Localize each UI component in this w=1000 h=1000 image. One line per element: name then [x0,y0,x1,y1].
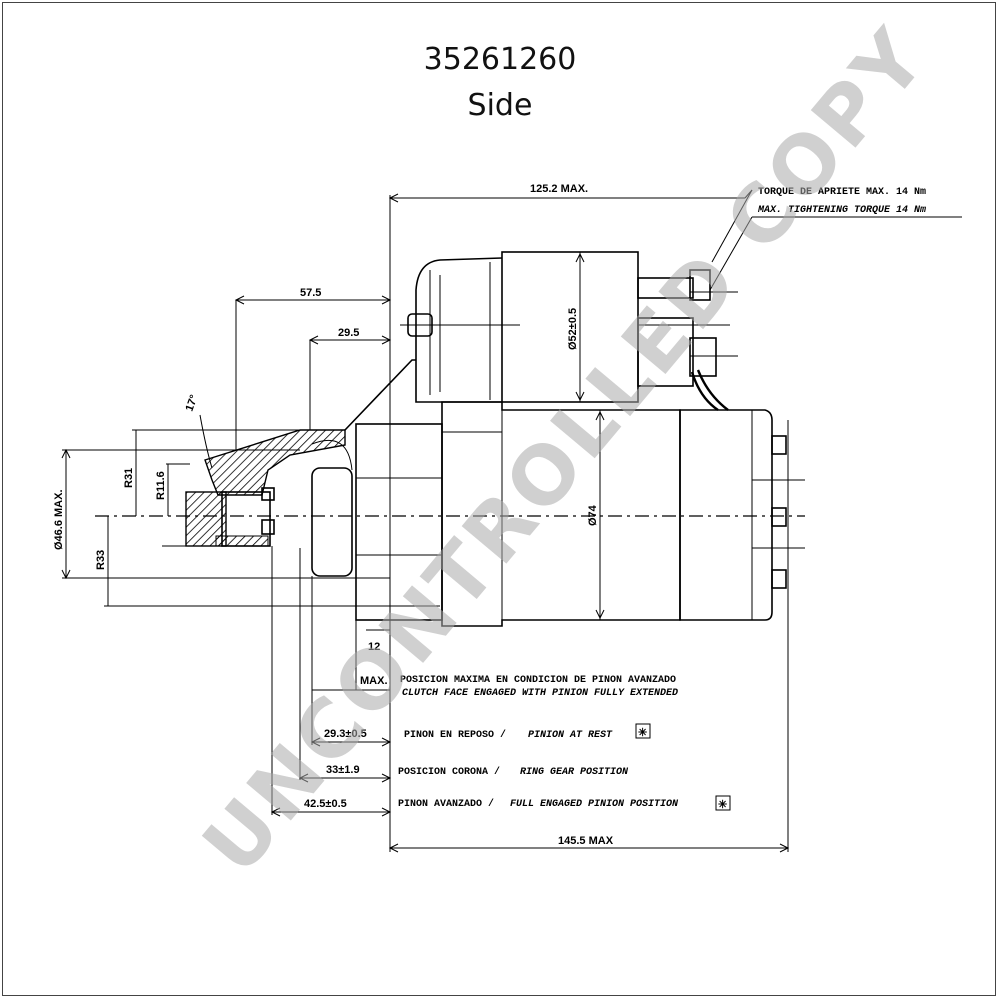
dim-42-5: 42.5±0.5 [304,798,347,810]
dim-29-3: 29.3±0.5 [324,728,367,740]
note-max-es: POSICION MAXIMA EN CONDICION DE PINON AV… [400,675,676,686]
dim-r31: R31 [123,468,135,488]
note-ring-es: POSICION CORONA / [398,766,500,778]
dim-74: Ø74 [587,504,599,526]
dim-max-label: MAX. [360,675,388,687]
svg-text:✳: ✳ [718,799,727,811]
note-rest-es: PINON EN REPOSO / [404,729,506,741]
dim-r16: R11.6 [155,471,167,500]
asterisk-box-icon: ✳ [715,795,731,811]
torque-note-en: MAX. TIGHTENING TORQUE 14 Nm [757,205,926,216]
end-cap [679,409,773,621]
note-full-en: FULL ENGAGED PINION POSITION [510,799,679,810]
dim-angle: 17° [184,393,201,413]
dim-29-5: 29.5 [338,327,359,339]
dim-57-5: 57.5 [300,287,321,299]
view-title: Side [467,88,533,123]
dim-small: 12 [368,641,380,653]
note-rest-en: PINION AT REST [528,730,613,741]
dim-125-2: 125.2 MAX. [530,183,588,195]
note-max-en: CLUTCH FACE ENGAGED WITH PINION FULLY EX… [402,688,678,699]
asterisk-box-icon: ✳ [635,723,651,739]
clutch-body [311,467,353,577]
dim-46-6: Ø46.6 MAX. [53,489,65,550]
note-full-es: PINON AVANZADO / [398,798,494,810]
part-number-title: 35261260 [423,42,577,77]
dim-52: Ø52±0.5 [567,308,579,350]
note-ring-en: RING GEAR POSITION [520,767,629,778]
svg-text:✳: ✳ [638,727,647,739]
dim-145-5: 145.5 MAX [558,835,614,847]
dim-r33: R33 [95,550,107,570]
nose-hatched [204,429,346,496]
dim-33: 33±1.9 [326,764,360,776]
torque-note-es: TORQUE DE APRIETE MAX. 14 Nm [758,187,926,198]
solenoid-cap [415,257,503,403]
lever-housing-edge [344,359,416,431]
